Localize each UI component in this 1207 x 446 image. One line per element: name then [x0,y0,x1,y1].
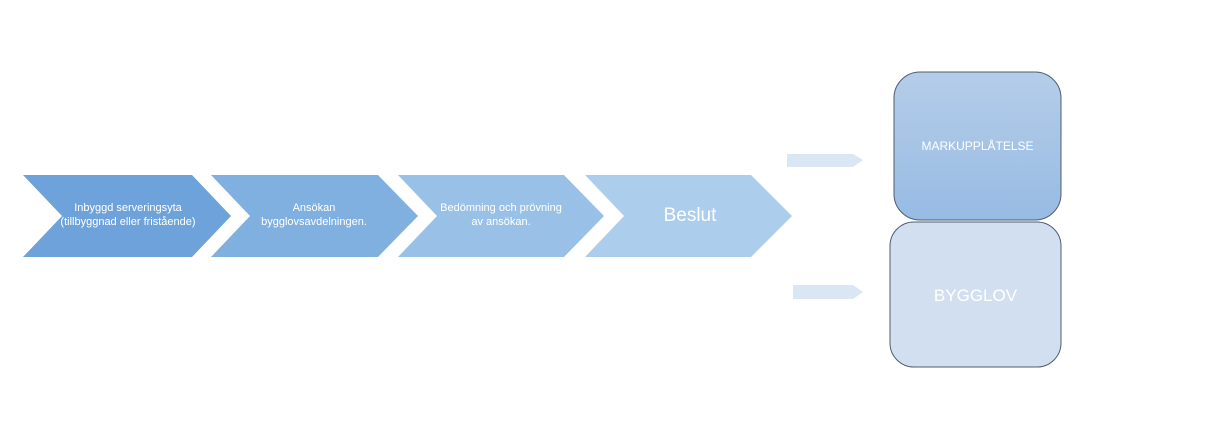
arrow-to-bygglov [793,285,863,299]
step-1-chevron [23,175,231,257]
bygglov-box [889,221,1062,368]
markupplatelse-box [893,71,1062,221]
step-3-label: Bedömning och prövning av ansökan. [440,202,562,228]
markupplatelse-label: MARKUPPLÅTELSE [921,138,1034,153]
bygglov-label: BYGGLOV [933,286,1018,306]
step-3-chevron [398,175,604,257]
step-4-label: Beslut [663,205,717,227]
step-4-chevron [585,175,792,257]
step-2-label: Ansökan bygglovsavdelningen. [261,202,367,228]
step-1-label: Inbyggd serveringsyta (tillbyggnad eller… [60,202,196,228]
step-2-chevron [211,175,418,257]
arrow-to-markupplatelse [787,154,863,167]
